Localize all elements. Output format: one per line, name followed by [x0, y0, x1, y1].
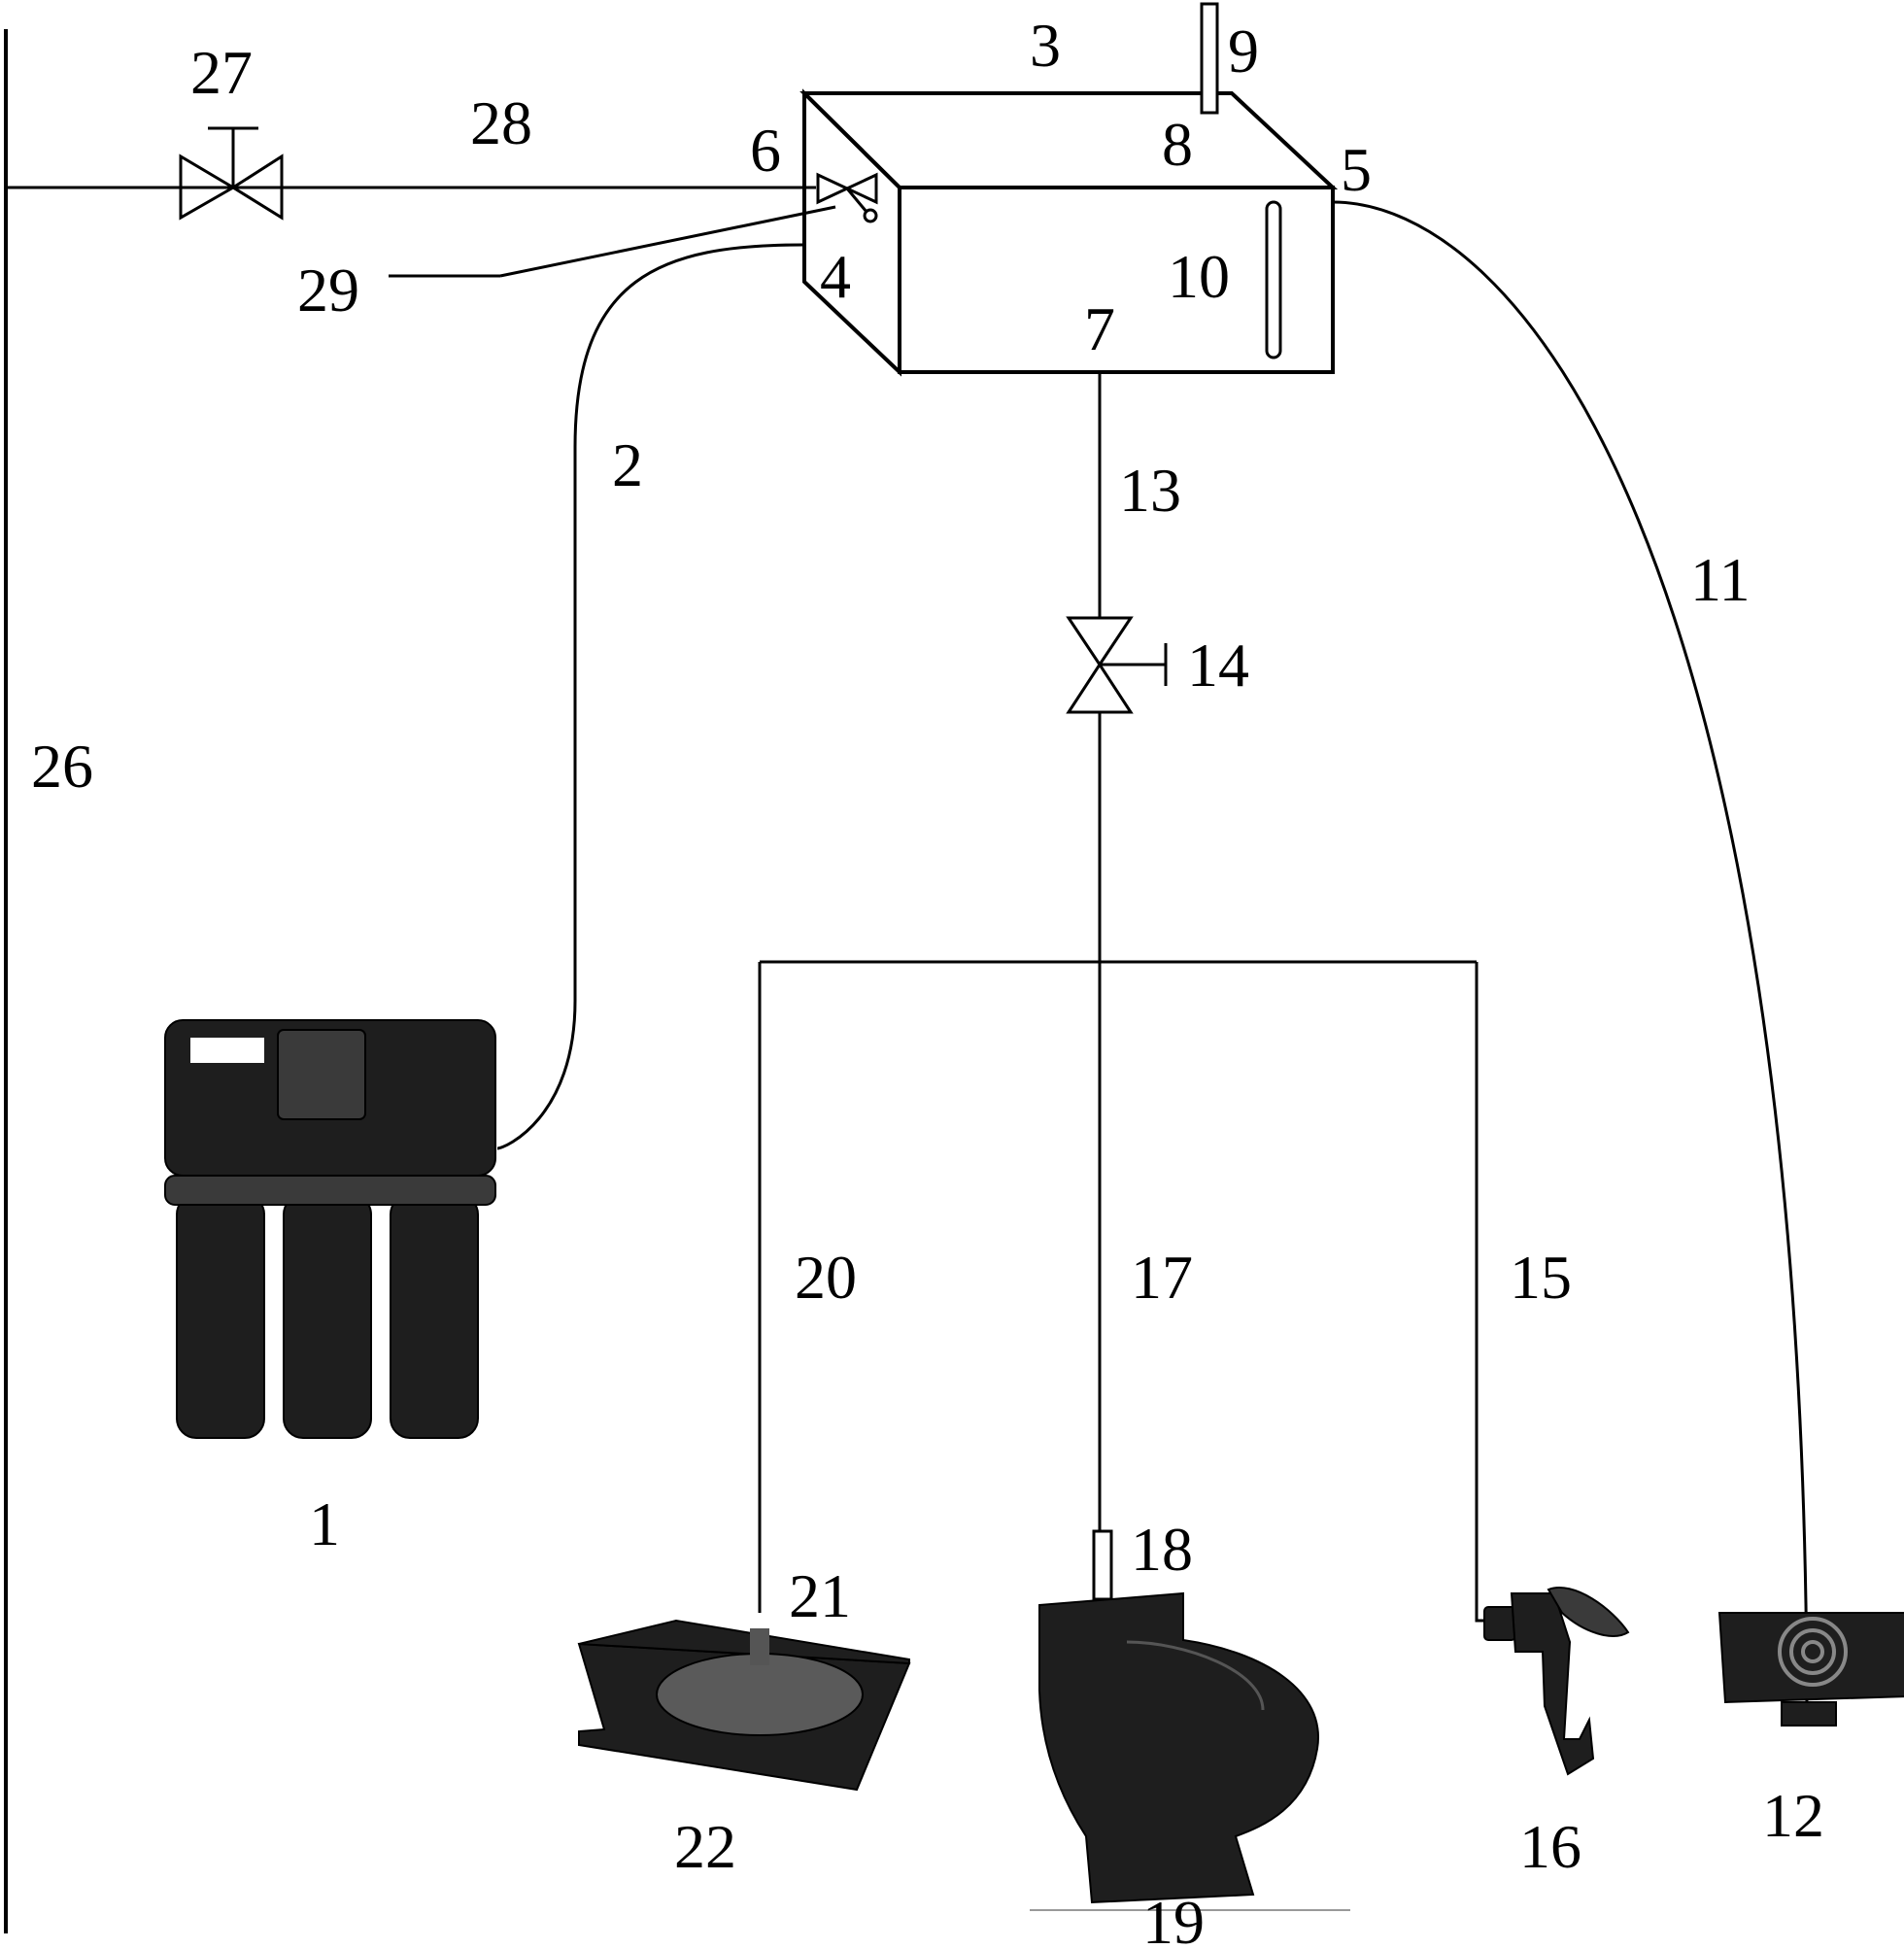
label-1: 1	[309, 1489, 340, 1558]
pipe-2	[496, 243, 803, 1150]
label-7: 7	[1084, 294, 1115, 363]
label-10: 10	[1168, 242, 1230, 311]
label-16: 16	[1519, 1812, 1581, 1881]
wash-basin-22	[577, 1619, 911, 1792]
water-tank-3	[799, 88, 1339, 377]
label-13: 13	[1119, 456, 1181, 525]
toilet-inlet-18	[1092, 1529, 1113, 1601]
float-valve-6	[816, 172, 878, 223]
valve-27	[179, 126, 284, 221]
level-gauge-10	[1265, 200, 1282, 359]
label-21: 21	[789, 1561, 851, 1630]
label-9: 9	[1228, 17, 1259, 85]
label-27: 27	[190, 38, 253, 107]
label-22: 22	[674, 1812, 736, 1881]
label-26: 26	[31, 732, 93, 801]
vent-pipe-9	[1200, 2, 1219, 115]
label-12: 12	[1762, 1781, 1824, 1850]
label-29: 29	[297, 256, 359, 325]
label-6: 6	[750, 116, 781, 185]
label-5: 5	[1341, 135, 1372, 204]
valve-14	[1066, 616, 1168, 714]
label-3: 3	[1030, 11, 1061, 80]
label-8: 8	[1162, 110, 1193, 179]
label-11: 11	[1690, 545, 1751, 614]
label-2: 2	[612, 430, 643, 499]
tap-16	[1483, 1587, 1630, 1776]
label-19: 19	[1142, 1888, 1205, 1949]
label-14: 14	[1187, 631, 1249, 700]
overflow-pipe-11	[1332, 200, 1809, 1721]
floor-drain-12	[1717, 1612, 1904, 1727]
label-20: 20	[795, 1243, 857, 1312]
label-28: 28	[470, 88, 532, 157]
toilet-19	[1030, 1591, 1350, 1911]
pipe-15	[1475, 962, 1484, 1623]
faucet-21	[750, 1628, 769, 1665]
label-17: 17	[1131, 1243, 1193, 1312]
label-18: 18	[1131, 1515, 1193, 1584]
leader-29-diag	[499, 205, 836, 278]
label-4: 4	[820, 242, 851, 311]
label-15: 15	[1510, 1243, 1572, 1312]
water-purifier-1	[164, 1019, 496, 1439]
